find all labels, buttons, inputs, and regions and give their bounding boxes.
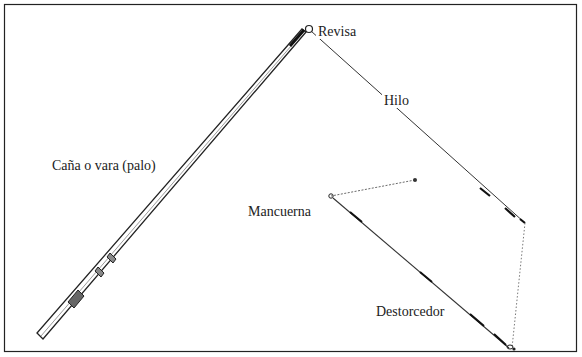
leader-line	[333, 198, 509, 348]
leader-knots	[350, 212, 506, 345]
part-label: Destorcedor	[374, 304, 446, 319]
part-label: Hilo	[382, 93, 411, 108]
mancuerna-ring	[329, 194, 333, 198]
fishing-line	[311, 31, 525, 223]
part-label: Revisa	[316, 24, 358, 39]
part-label: Mancuerna	[246, 204, 313, 219]
branch-line	[331, 180, 415, 196]
part-label: Caña o vara (palo)	[50, 158, 158, 173]
rod	[37, 29, 306, 339]
swivel	[507, 345, 516, 351]
dropper-line	[512, 223, 525, 348]
junction-knot	[413, 178, 417, 182]
line-knots	[480, 188, 525, 223]
frame-border	[5, 5, 577, 352]
